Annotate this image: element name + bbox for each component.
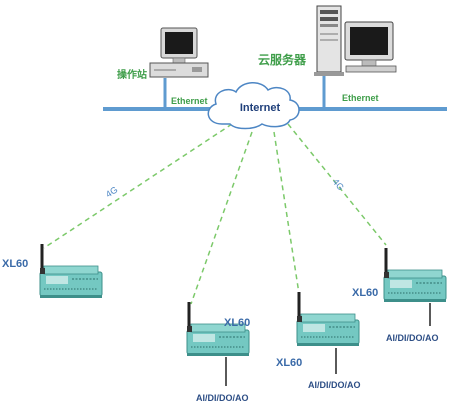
xl60-device-3 (295, 290, 361, 348)
xl60-device-4 (382, 246, 448, 304)
xl60-device-1 (38, 242, 104, 300)
device-4-name: XL60 (352, 287, 378, 299)
ethernet-label-right: Ethernet (342, 93, 379, 103)
cloud-server-label: 云服务器 (258, 52, 307, 67)
internet-cloud: Internet (207, 82, 300, 130)
internet-label: Internet (240, 102, 281, 114)
device-3-name: XL60 (276, 357, 302, 369)
device-4-io-label: AI/DI/DO/AO (386, 333, 439, 343)
wireless-link-2 (190, 131, 253, 305)
device-3-io-label: AI/DI/DO/AO (308, 380, 361, 390)
server-monitor-icon (344, 21, 397, 73)
device-2-io-label: AI/DI/DO/AO (196, 393, 249, 403)
server-tower-icon (314, 5, 344, 76)
ethernet-label-left: Ethernet (171, 96, 208, 106)
4g-label-left: 4G (104, 184, 120, 199)
operator-station-label: 操作站 (117, 68, 147, 81)
wireless-link-4 (287, 123, 387, 246)
device-2-name: XL60 (224, 317, 250, 329)
wireless-link-3 (273, 131, 301, 301)
operator-station-pc-icon (149, 27, 209, 78)
xl60-device-2 (185, 300, 251, 358)
wireless-link-1 (43, 123, 233, 249)
4g-label-right: 4G (331, 177, 346, 193)
device-1-name: XL60 (2, 258, 28, 270)
